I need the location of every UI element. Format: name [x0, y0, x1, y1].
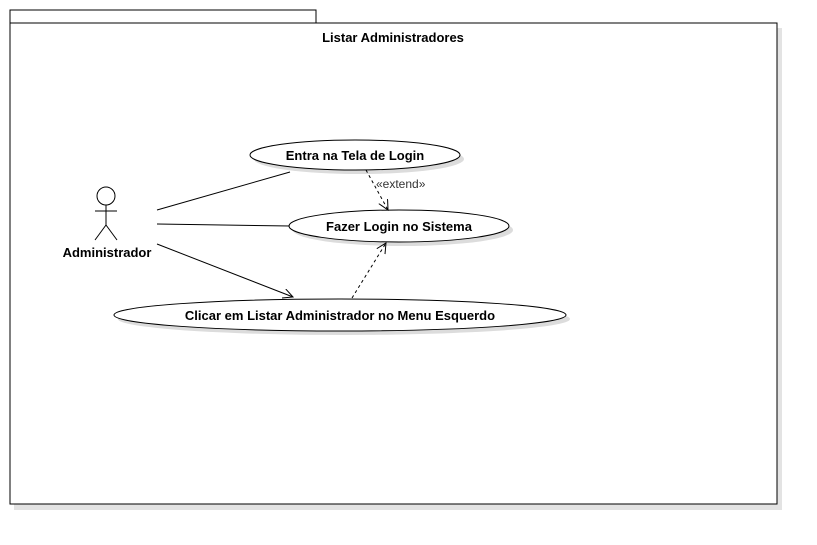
package-frame[interactable]: Listar Administradores [9, 9, 782, 510]
dependency-arrow-list-admins[interactable] [351, 243, 386, 299]
actor-label: Administrador [63, 245, 152, 260]
actor-head [96, 186, 116, 206]
use-case-login-screen-label: Entra na Tela de Login [286, 148, 425, 163]
association-system-login[interactable] [156, 223, 291, 227]
package-tab [9, 9, 317, 24]
use-case-list-admins-click-label: Clicar em Listar Administrador no Menu E… [185, 308, 495, 323]
use-case-system-login-label: Fazer Login no Sistema [326, 219, 473, 234]
extend-arrow-login-screen[interactable] [365, 169, 388, 210]
actor-right-leg [105, 224, 118, 241]
actor-administrador[interactable]: Administrador [63, 186, 152, 260]
package-body [9, 22, 778, 505]
package-title: Listar Administradores [322, 30, 464, 45]
extend-label: «extend» [376, 177, 426, 191]
use-case-list-admins-click[interactable]: Clicar em Listar Administrador no Menu E… [113, 298, 570, 335]
use-case-login-screen[interactable]: Entra na Tela de Login [249, 139, 464, 174]
actor-left-leg [94, 224, 107, 241]
association-list-admins[interactable] [156, 243, 293, 297]
use-case-system-login[interactable]: Fazer Login no Sistema [288, 209, 513, 246]
association-login-screen[interactable] [156, 171, 291, 211]
